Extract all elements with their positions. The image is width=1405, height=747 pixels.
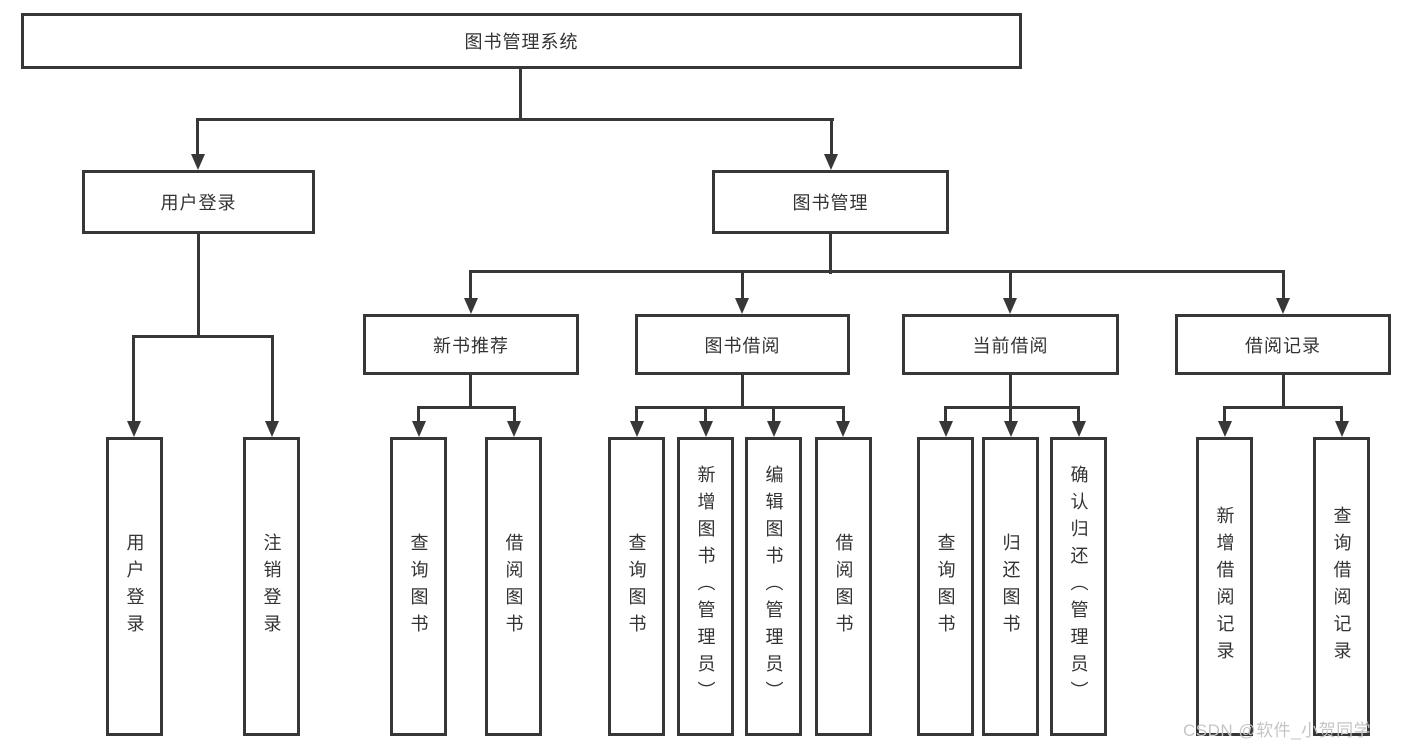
connector-arrow-shaft bbox=[196, 118, 199, 156]
connector-arrow-shaft bbox=[741, 270, 744, 300]
leaf-rec-query-books-label: 查询图书 bbox=[408, 532, 429, 641]
node-root-label: 图书管理系统 bbox=[464, 32, 579, 52]
connector-root-stem bbox=[519, 68, 522, 120]
connector-arrow-shaft bbox=[132, 335, 135, 423]
leaf-return-books-label: 归还图书 bbox=[1000, 532, 1021, 641]
connector-hbar bbox=[635, 406, 845, 409]
node-current-borrowing-label: 当前借阅 bbox=[972, 335, 1049, 356]
connector-hbar bbox=[944, 406, 1080, 409]
connector-arrow-shaft bbox=[842, 406, 845, 423]
leaf-add-books-admin-label: 新增图书（管理员） bbox=[695, 465, 716, 708]
connector-arrow-shaft bbox=[1223, 406, 1226, 423]
connector-arrow-shaft bbox=[271, 335, 274, 423]
leaf-edit-books-admin: 编辑图书（管理员） bbox=[745, 437, 802, 736]
connector-arrow-shaft bbox=[1077, 406, 1080, 423]
arrow-down-icon bbox=[699, 421, 713, 437]
connector-arrow-shaft bbox=[1282, 270, 1285, 300]
connector-hbar bbox=[417, 406, 516, 409]
leaf-borrow-query-books-label: 查询图书 bbox=[626, 532, 647, 641]
connector-book-mgmt-hbar bbox=[469, 270, 1285, 273]
connector-arrow-shaft bbox=[469, 270, 472, 300]
leaf-current-query-books-label: 查询图书 bbox=[935, 532, 956, 641]
connector-stem bbox=[469, 375, 472, 409]
leaf-confirm-return-admin-label: 确认归还（管理员） bbox=[1068, 465, 1089, 708]
leaf-add-borrow-record: 新增借阅记录 bbox=[1196, 437, 1253, 736]
connector-hbar bbox=[1223, 406, 1343, 409]
leaf-rec-query-books: 查询图书 bbox=[390, 437, 447, 736]
connector-stem bbox=[741, 375, 744, 409]
node-user-login-label: 用户登录 bbox=[160, 193, 237, 213]
arrow-down-icon bbox=[464, 298, 478, 314]
connector-arrow-shaft bbox=[1340, 406, 1343, 423]
connector-arrow-shaft bbox=[772, 406, 775, 423]
connector-arrow-shaft bbox=[513, 406, 516, 423]
leaf-add-borrow-record-label: 新增借阅记录 bbox=[1214, 505, 1235, 668]
connector-stem bbox=[1282, 375, 1285, 409]
arrow-down-icon bbox=[1003, 298, 1017, 314]
node-book-borrowing-label: 图书借阅 bbox=[704, 335, 781, 356]
leaf-query-borrow-record-label: 查询借阅记录 bbox=[1331, 505, 1352, 668]
arrow-down-icon bbox=[265, 421, 279, 437]
leaf-query-borrow-record: 查询借阅记录 bbox=[1313, 437, 1370, 736]
leaf-borrow-books: 借阅图书 bbox=[815, 437, 872, 736]
leaf-user-login: 用户登录 bbox=[106, 437, 163, 736]
leaf-add-books-admin: 新增图书（管理员） bbox=[677, 437, 734, 736]
node-borrow-records: 借阅记录 bbox=[1175, 314, 1391, 375]
connector-arrow-shaft bbox=[944, 406, 947, 423]
connector-user-login-hbar bbox=[132, 335, 274, 338]
arrow-down-icon bbox=[939, 421, 953, 437]
arrow-down-icon bbox=[767, 421, 781, 437]
leaf-borrow-query-books: 查询图书 bbox=[608, 437, 665, 736]
node-borrow-records-label: 借阅记录 bbox=[1245, 335, 1321, 356]
node-book-management: 图书管理 bbox=[712, 170, 949, 234]
connector-arrow-shaft bbox=[417, 406, 420, 423]
node-book-borrowing: 图书借阅 bbox=[635, 314, 850, 375]
arrow-down-icon bbox=[824, 154, 838, 170]
connector-stem bbox=[1009, 375, 1012, 409]
leaf-borrow-books-label: 借阅图书 bbox=[833, 532, 854, 641]
leaf-rec-borrow-books-label: 借阅图书 bbox=[503, 532, 524, 641]
leaf-return-books: 归还图书 bbox=[982, 437, 1039, 736]
leaf-edit-books-admin-label: 编辑图书（管理员） bbox=[763, 465, 784, 708]
node-root: 图书管理系统 bbox=[21, 13, 1022, 69]
leaf-rec-borrow-books: 借阅图书 bbox=[485, 437, 542, 736]
arrow-down-icon bbox=[412, 421, 426, 437]
arrow-down-icon bbox=[1335, 421, 1349, 437]
leaf-current-query-books: 查询图书 bbox=[917, 437, 974, 736]
connector-arrow-shaft bbox=[1009, 270, 1012, 300]
connector-root-hbar bbox=[196, 118, 834, 121]
node-book-management-label: 图书管理 bbox=[792, 193, 869, 213]
leaf-logout: 注销登录 bbox=[243, 437, 300, 736]
connector-arrow-shaft bbox=[635, 406, 638, 423]
arrow-down-icon bbox=[191, 154, 205, 170]
arrow-down-icon bbox=[127, 421, 141, 437]
connector-arrow-shaft bbox=[1009, 406, 1012, 423]
arrow-down-icon bbox=[1276, 298, 1290, 314]
arrow-down-icon bbox=[507, 421, 521, 437]
arrow-down-icon bbox=[836, 421, 850, 437]
node-new-book-recommend-label: 新书推荐 bbox=[433, 335, 509, 356]
arrow-down-icon bbox=[1218, 421, 1232, 437]
arrow-down-icon bbox=[630, 421, 644, 437]
arrow-down-icon bbox=[1072, 421, 1086, 437]
connector-book-mgmt-stem bbox=[829, 234, 832, 274]
leaf-user-login-label: 用户登录 bbox=[124, 532, 145, 641]
connector-arrow-shaft bbox=[830, 118, 833, 156]
node-user-login: 用户登录 bbox=[82, 170, 315, 234]
arrow-down-icon bbox=[735, 298, 749, 314]
connector-arrow-shaft bbox=[704, 406, 707, 423]
leaf-confirm-return-admin: 确认归还（管理员） bbox=[1050, 437, 1107, 736]
node-new-book-recommend: 新书推荐 bbox=[363, 314, 579, 375]
node-current-borrowing: 当前借阅 bbox=[902, 314, 1119, 375]
leaf-logout-label: 注销登录 bbox=[261, 532, 282, 641]
csdn-watermark: CSDN @软件_小贺同学 bbox=[1183, 721, 1372, 740]
arrow-down-icon bbox=[1004, 421, 1018, 437]
connector-user-login-stem bbox=[197, 234, 200, 338]
